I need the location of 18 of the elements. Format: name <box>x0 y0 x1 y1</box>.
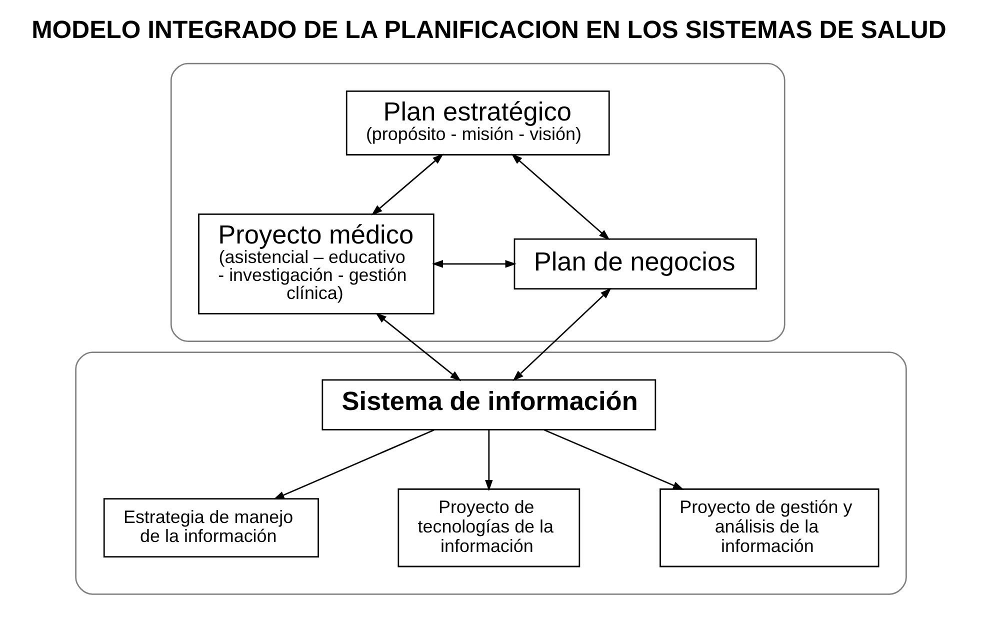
node-box: Estrategia de manejo de la información <box>102 498 318 558</box>
cluster <box>170 62 785 342</box>
arrow <box>431 260 516 268</box>
cluster <box>74 352 906 595</box>
arrow <box>370 154 444 216</box>
arrow <box>544 429 684 490</box>
node-box: Sistema de información <box>321 379 656 430</box>
node-box: Plan estratégico (propósito - misión - visión) <box>345 90 610 156</box>
node-box: Proyecto médico (asistencial – educativo - investigación - gestión clínica) <box>198 213 434 314</box>
arrow <box>510 154 610 240</box>
arrow <box>374 312 461 382</box>
arrow <box>512 288 611 382</box>
arrow <box>484 430 492 492</box>
arrow <box>272 429 434 500</box>
node-box: Proyecto de tecnologías de la información <box>397 488 580 568</box>
node-box: Plan de negocios <box>513 238 756 290</box>
node-box: Proyecto de gestión y análisis de la información <box>659 488 879 568</box>
diagram-title: MODELO INTEGRADO DE LA PLANIFICACION EN LOS SISTEMAS DE SALUD <box>31 16 946 44</box>
